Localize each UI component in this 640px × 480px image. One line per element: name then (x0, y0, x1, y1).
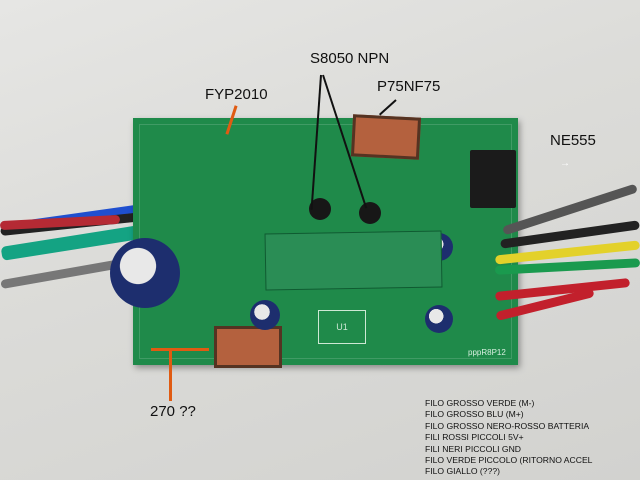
wire-legend: FILO GROSSO VERDE (M-) FILO GROSSO BLU (… (425, 398, 592, 478)
label-s8050-npn: S8050 NPN (310, 50, 390, 67)
board-marking: pppR8P12 (468, 348, 506, 357)
transistor-s8050-1 (309, 198, 331, 220)
u1-silkscreen: U1 (318, 310, 366, 344)
legend-line: FILO GROSSO VERDE (M-) (425, 398, 535, 408)
orange-bracket-270 (151, 348, 209, 351)
orange-pointer-270 (169, 349, 172, 401)
label-270: 270 ?? (150, 403, 196, 420)
daughter-board (264, 230, 443, 291)
arrow-icon: → (560, 158, 570, 169)
legend-line: FILO GROSSO NERO-ROSSO BATTERIA (425, 420, 590, 431)
capacitor-small-1 (250, 300, 280, 330)
legend-line: FILO GROSSO BLU (M+) (425, 409, 524, 420)
ic-ne555 (470, 150, 516, 208)
legend-line: FILO GIALLO (???) (425, 466, 500, 477)
capacitor-small-3 (425, 305, 453, 333)
legend-line: FILI NERI PICCOLI GND (425, 443, 521, 454)
label-ne555: NE555 (550, 132, 596, 149)
legend-line: FILI ROSSI PICCOLI 5V+ (425, 432, 524, 443)
pointer-p75nf75 (378, 99, 397, 116)
resistor-package-270 (214, 326, 282, 368)
transistor-s8050-2 (359, 202, 381, 224)
legend-line: FILO VERDE PICCOLO (RITORNO ACCEL (425, 455, 593, 466)
mosfet-p75nf75 (350, 114, 422, 160)
capacitor-large (110, 238, 180, 308)
label-fyp2010: FYP2010 (205, 86, 268, 103)
label-p75nf75: P75NF75 (377, 78, 441, 95)
